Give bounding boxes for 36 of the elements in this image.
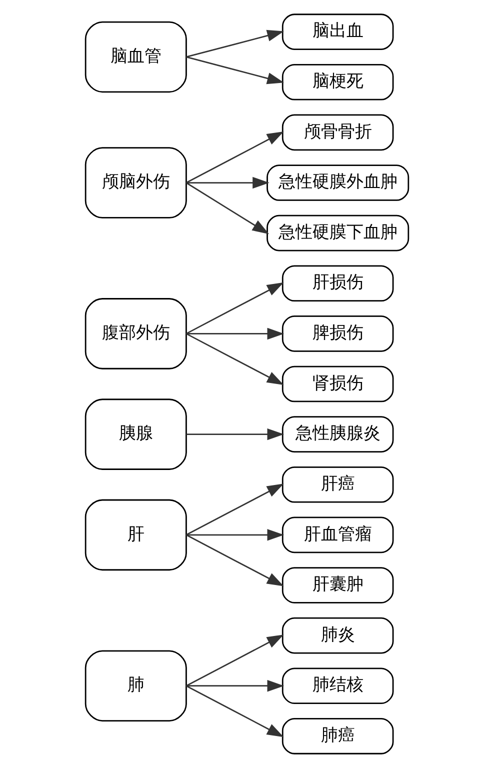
node-box: 肺炎	[282, 617, 394, 654]
node-box: 急性硬膜外血肿	[266, 164, 410, 201]
node-box: 肝	[84, 499, 187, 571]
arrow	[186, 30, 284, 58]
arrow	[186, 529, 284, 541]
node-box: 急性胰腺炎	[282, 416, 394, 452]
arrow	[186, 484, 284, 536]
node-box: 脾损伤	[282, 316, 394, 352]
node-box: 肾损伤	[282, 366, 394, 402]
arrow	[186, 685, 284, 738]
arrow	[186, 176, 270, 189]
arrow	[186, 680, 284, 692]
node-box: 肝癌	[282, 466, 394, 503]
node-box: 肺癌	[282, 718, 394, 754]
node-box: 肝损伤	[282, 265, 394, 302]
arrow	[186, 182, 270, 234]
node-box: 肺	[84, 650, 187, 722]
node-box: 腹部外伤	[84, 298, 187, 370]
arrow	[186, 634, 284, 686]
node-box: 脑血管	[84, 21, 187, 93]
arrow	[186, 56, 284, 84]
node-box: 胰腺	[84, 398, 187, 470]
node-box: 急性硬膜下血肿	[266, 214, 410, 252]
node-box: 颅骨骨折	[282, 114, 394, 151]
arrow	[186, 328, 284, 340]
node-box: 肝囊肿	[282, 567, 394, 604]
node-box: 颅脑外伤	[84, 147, 187, 218]
arrow	[186, 428, 284, 440]
arrow	[186, 131, 284, 184]
arrow	[186, 282, 284, 334]
node-box: 脑出血	[282, 14, 394, 50]
node-box: 肝血管瘤	[282, 516, 394, 554]
node-box: 脑梗死	[282, 64, 394, 100]
arrow	[186, 333, 284, 385]
arrow	[186, 534, 284, 586]
node-box: 肺结核	[282, 668, 394, 704]
